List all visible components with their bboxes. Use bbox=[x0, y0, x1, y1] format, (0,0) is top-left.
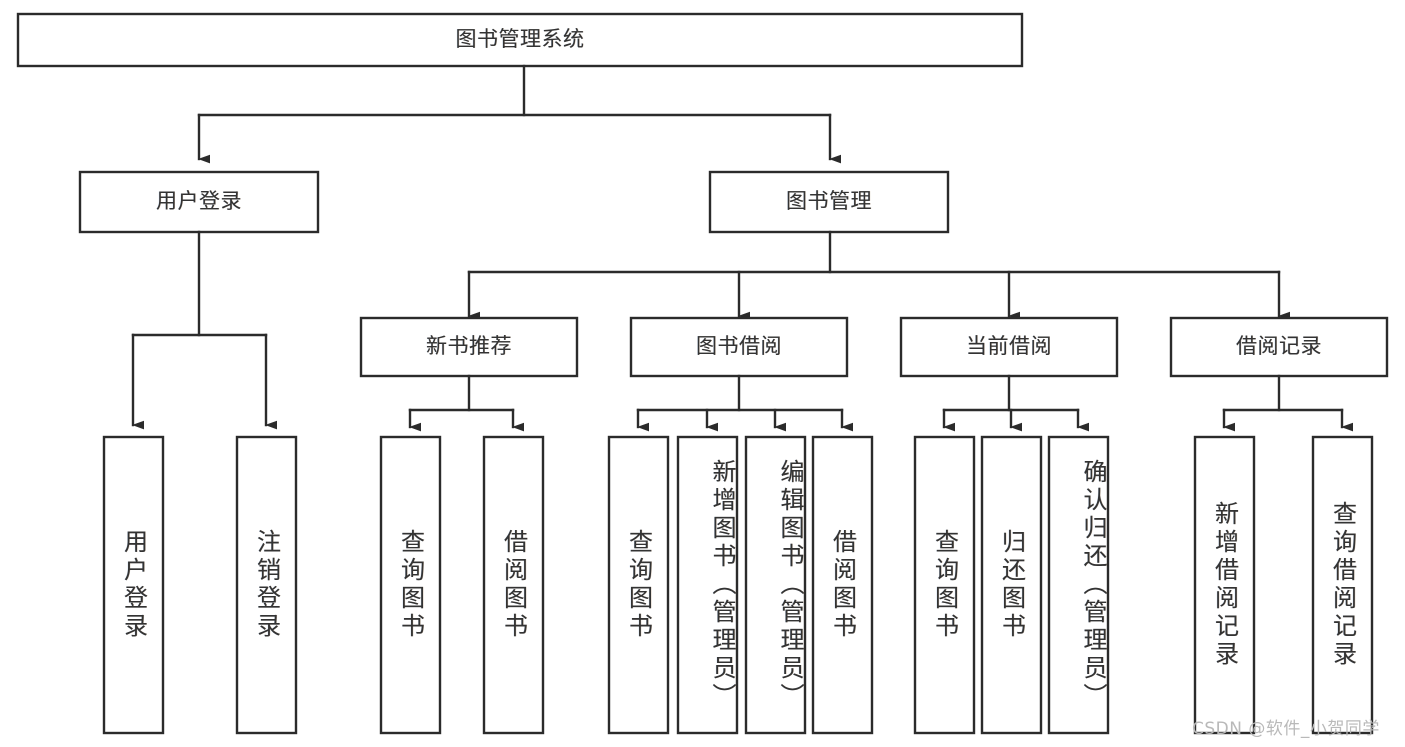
csdn-watermark: CSDN @软件_小贺同学 bbox=[1192, 719, 1380, 739]
node-leaf-return-book-box[interactable] bbox=[980, 435, 1043, 735]
node-leaf-query-book-1-box[interactable] bbox=[379, 435, 442, 735]
node-current-borrow-box[interactable] bbox=[899, 316, 1119, 378]
node-root-box[interactable] bbox=[16, 12, 1024, 68]
node-leaf-user-logout-box[interactable] bbox=[235, 435, 298, 735]
node-borrow-record-box[interactable] bbox=[1169, 316, 1389, 378]
node-leaf-confirm-return-box[interactable] bbox=[1047, 435, 1110, 735]
node-leaf-borrow-book-2-box[interactable] bbox=[811, 435, 874, 735]
node-leaf-query-book-2-box[interactable] bbox=[607, 435, 670, 735]
node-new-book-rec-box[interactable] bbox=[359, 316, 579, 378]
node-leaf-add-book-box[interactable] bbox=[676, 435, 739, 735]
node-leaf-add-record-box[interactable] bbox=[1193, 435, 1256, 735]
node-book-manage-box[interactable] bbox=[708, 170, 950, 234]
node-leaf-user-login-box[interactable] bbox=[102, 435, 165, 735]
node-book-borrow-box[interactable] bbox=[629, 316, 849, 378]
node-user-login-box[interactable] bbox=[78, 170, 320, 234]
node-leaf-edit-book-box[interactable] bbox=[744, 435, 807, 735]
node-leaf-query-book-3-box[interactable] bbox=[913, 435, 976, 735]
node-leaf-query-record-box[interactable] bbox=[1311, 435, 1374, 735]
node-leaf-borrow-book-1-box[interactable] bbox=[482, 435, 545, 735]
